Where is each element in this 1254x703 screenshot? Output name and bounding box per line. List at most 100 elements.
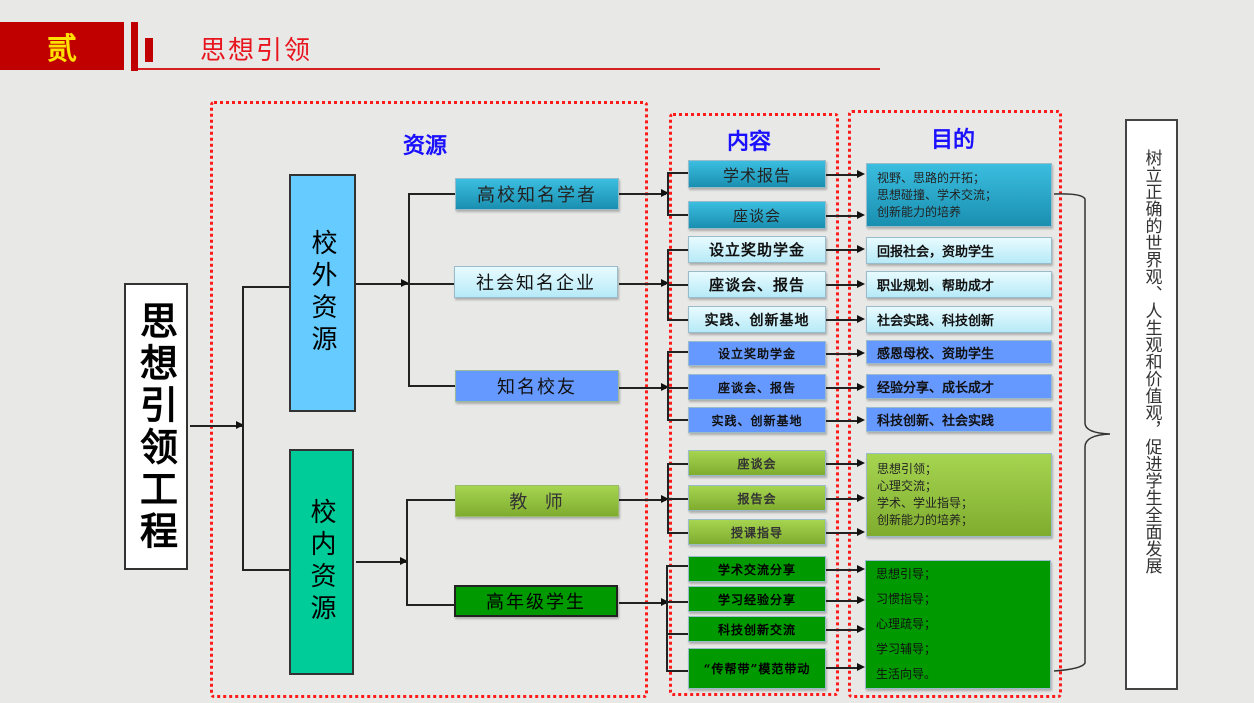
connector bbox=[667, 463, 688, 465]
content-node: 授课指导 bbox=[688, 519, 826, 545]
brace-icon bbox=[1053, 193, 1111, 672]
arrow-icon bbox=[857, 528, 865, 536]
purpose-frame bbox=[848, 110, 1062, 698]
arrow-icon bbox=[400, 557, 408, 565]
content-node: 实践、创新基地 bbox=[688, 306, 826, 333]
header-underline bbox=[138, 68, 880, 70]
content-node: 座谈会、报告 bbox=[688, 374, 826, 400]
resources-heading: 资源 bbox=[403, 133, 448, 159]
purpose-node: 视野、思路的开拓； 思想碰撞、学术交流； 创新能力的培养 bbox=[866, 163, 1052, 227]
connector bbox=[619, 193, 666, 195]
arrow-icon bbox=[857, 459, 865, 467]
arrow-icon bbox=[857, 211, 865, 219]
arrow-icon bbox=[857, 625, 865, 633]
connector bbox=[667, 319, 688, 321]
connector bbox=[667, 284, 688, 286]
root-node: 思想引领工程 bbox=[124, 283, 188, 570]
purpose-line: 视野、思路的开拓； bbox=[877, 170, 986, 185]
connector bbox=[667, 214, 688, 216]
content-frame bbox=[669, 113, 839, 696]
purpose-line: 创新能力的培养； bbox=[877, 513, 974, 527]
content-node: 科技创新交流 bbox=[688, 616, 826, 642]
connector bbox=[667, 351, 669, 419]
content-node: 设立奖助学金 bbox=[688, 236, 826, 263]
content-heading: 内容 bbox=[727, 129, 772, 155]
connector bbox=[666, 601, 688, 603]
source-node: 教 师 bbox=[455, 485, 619, 517]
connector bbox=[667, 532, 688, 534]
connector bbox=[406, 499, 455, 501]
purpose-node: 经验分享、成长成才 bbox=[866, 374, 1052, 399]
arrow-icon bbox=[857, 245, 865, 253]
connector bbox=[826, 249, 860, 251]
arrow-icon bbox=[661, 383, 669, 391]
connector bbox=[826, 498, 860, 500]
purpose-line: 思想引领； bbox=[877, 462, 938, 476]
content-node: 学习经验分享 bbox=[688, 586, 826, 612]
content-node: 报告会 bbox=[688, 485, 826, 511]
connector bbox=[408, 193, 455, 195]
connector bbox=[408, 193, 410, 385]
purpose-node: 思想引领； 心理交流； 学术、学业指导； 创新能力的培养； bbox=[866, 453, 1052, 537]
connector bbox=[619, 283, 666, 285]
purpose-line: 思想引导； bbox=[876, 567, 937, 581]
source-node: 高校知名学者 bbox=[455, 178, 619, 210]
source-node: 社会知名企业 bbox=[454, 266, 618, 298]
resources-frame bbox=[210, 101, 648, 698]
connector bbox=[356, 561, 406, 563]
connector bbox=[242, 286, 244, 570]
arrow-icon bbox=[857, 170, 865, 178]
connector bbox=[826, 629, 860, 631]
connector bbox=[666, 670, 688, 672]
header-divider-bar bbox=[131, 22, 138, 71]
connector bbox=[406, 604, 455, 606]
connector bbox=[667, 387, 688, 389]
connector bbox=[242, 569, 289, 571]
connector bbox=[826, 420, 860, 422]
arrow-icon bbox=[857, 280, 865, 288]
connector bbox=[826, 569, 860, 571]
content-node: 座谈会 bbox=[688, 450, 826, 476]
arrow-icon bbox=[857, 383, 865, 391]
arrow-icon bbox=[661, 189, 669, 197]
connector bbox=[826, 532, 860, 534]
page-title: 思想引领 bbox=[200, 36, 313, 66]
connector bbox=[242, 286, 289, 288]
source-node: 知名校友 bbox=[455, 370, 619, 402]
purpose-line: 思想碰撞、学术交流； bbox=[877, 187, 998, 202]
connector bbox=[826, 463, 860, 465]
content-node: “传帮带”模范带动 bbox=[688, 648, 826, 689]
purpose-line: 学习辅导； bbox=[876, 642, 937, 656]
content-node: 实践、创新基地 bbox=[688, 407, 826, 433]
content-node: 学术交流分享 bbox=[688, 556, 826, 582]
content-node: 学术报告 bbox=[688, 160, 826, 188]
arrow-icon bbox=[661, 598, 669, 606]
arrow-icon bbox=[857, 416, 865, 424]
connector bbox=[666, 633, 688, 635]
arrow-icon bbox=[857, 663, 865, 671]
arrow-icon bbox=[857, 596, 865, 604]
section-number-badge: 贰 bbox=[0, 22, 124, 70]
connector bbox=[408, 385, 455, 387]
internal-resources-node: 校内资源 bbox=[289, 449, 354, 675]
section-number: 贰 bbox=[47, 32, 77, 67]
connector bbox=[826, 387, 860, 389]
connector bbox=[666, 565, 668, 670]
connector bbox=[826, 600, 860, 602]
purpose-node: 回报社会，资助学生 bbox=[866, 237, 1052, 264]
purpose-line: 创新能力的培养 bbox=[877, 204, 962, 219]
header-marker bbox=[145, 38, 153, 62]
goal-node: 树立正确的世界观、人生观和价值观，促进学生全面发展 bbox=[1125, 119, 1178, 690]
connector bbox=[826, 353, 860, 355]
content-node: 座谈会、报告 bbox=[688, 271, 826, 298]
purpose-node: 社会实践、科技创新 bbox=[866, 306, 1052, 333]
connector bbox=[826, 174, 860, 176]
connector bbox=[356, 283, 408, 285]
connector bbox=[667, 463, 669, 532]
arrow-icon bbox=[661, 495, 669, 503]
connector bbox=[826, 319, 860, 321]
purpose-line: 生活向导。 bbox=[876, 667, 937, 681]
external-resources-node: 校外资源 bbox=[289, 174, 356, 412]
connector bbox=[619, 602, 666, 604]
connector bbox=[826, 284, 860, 286]
